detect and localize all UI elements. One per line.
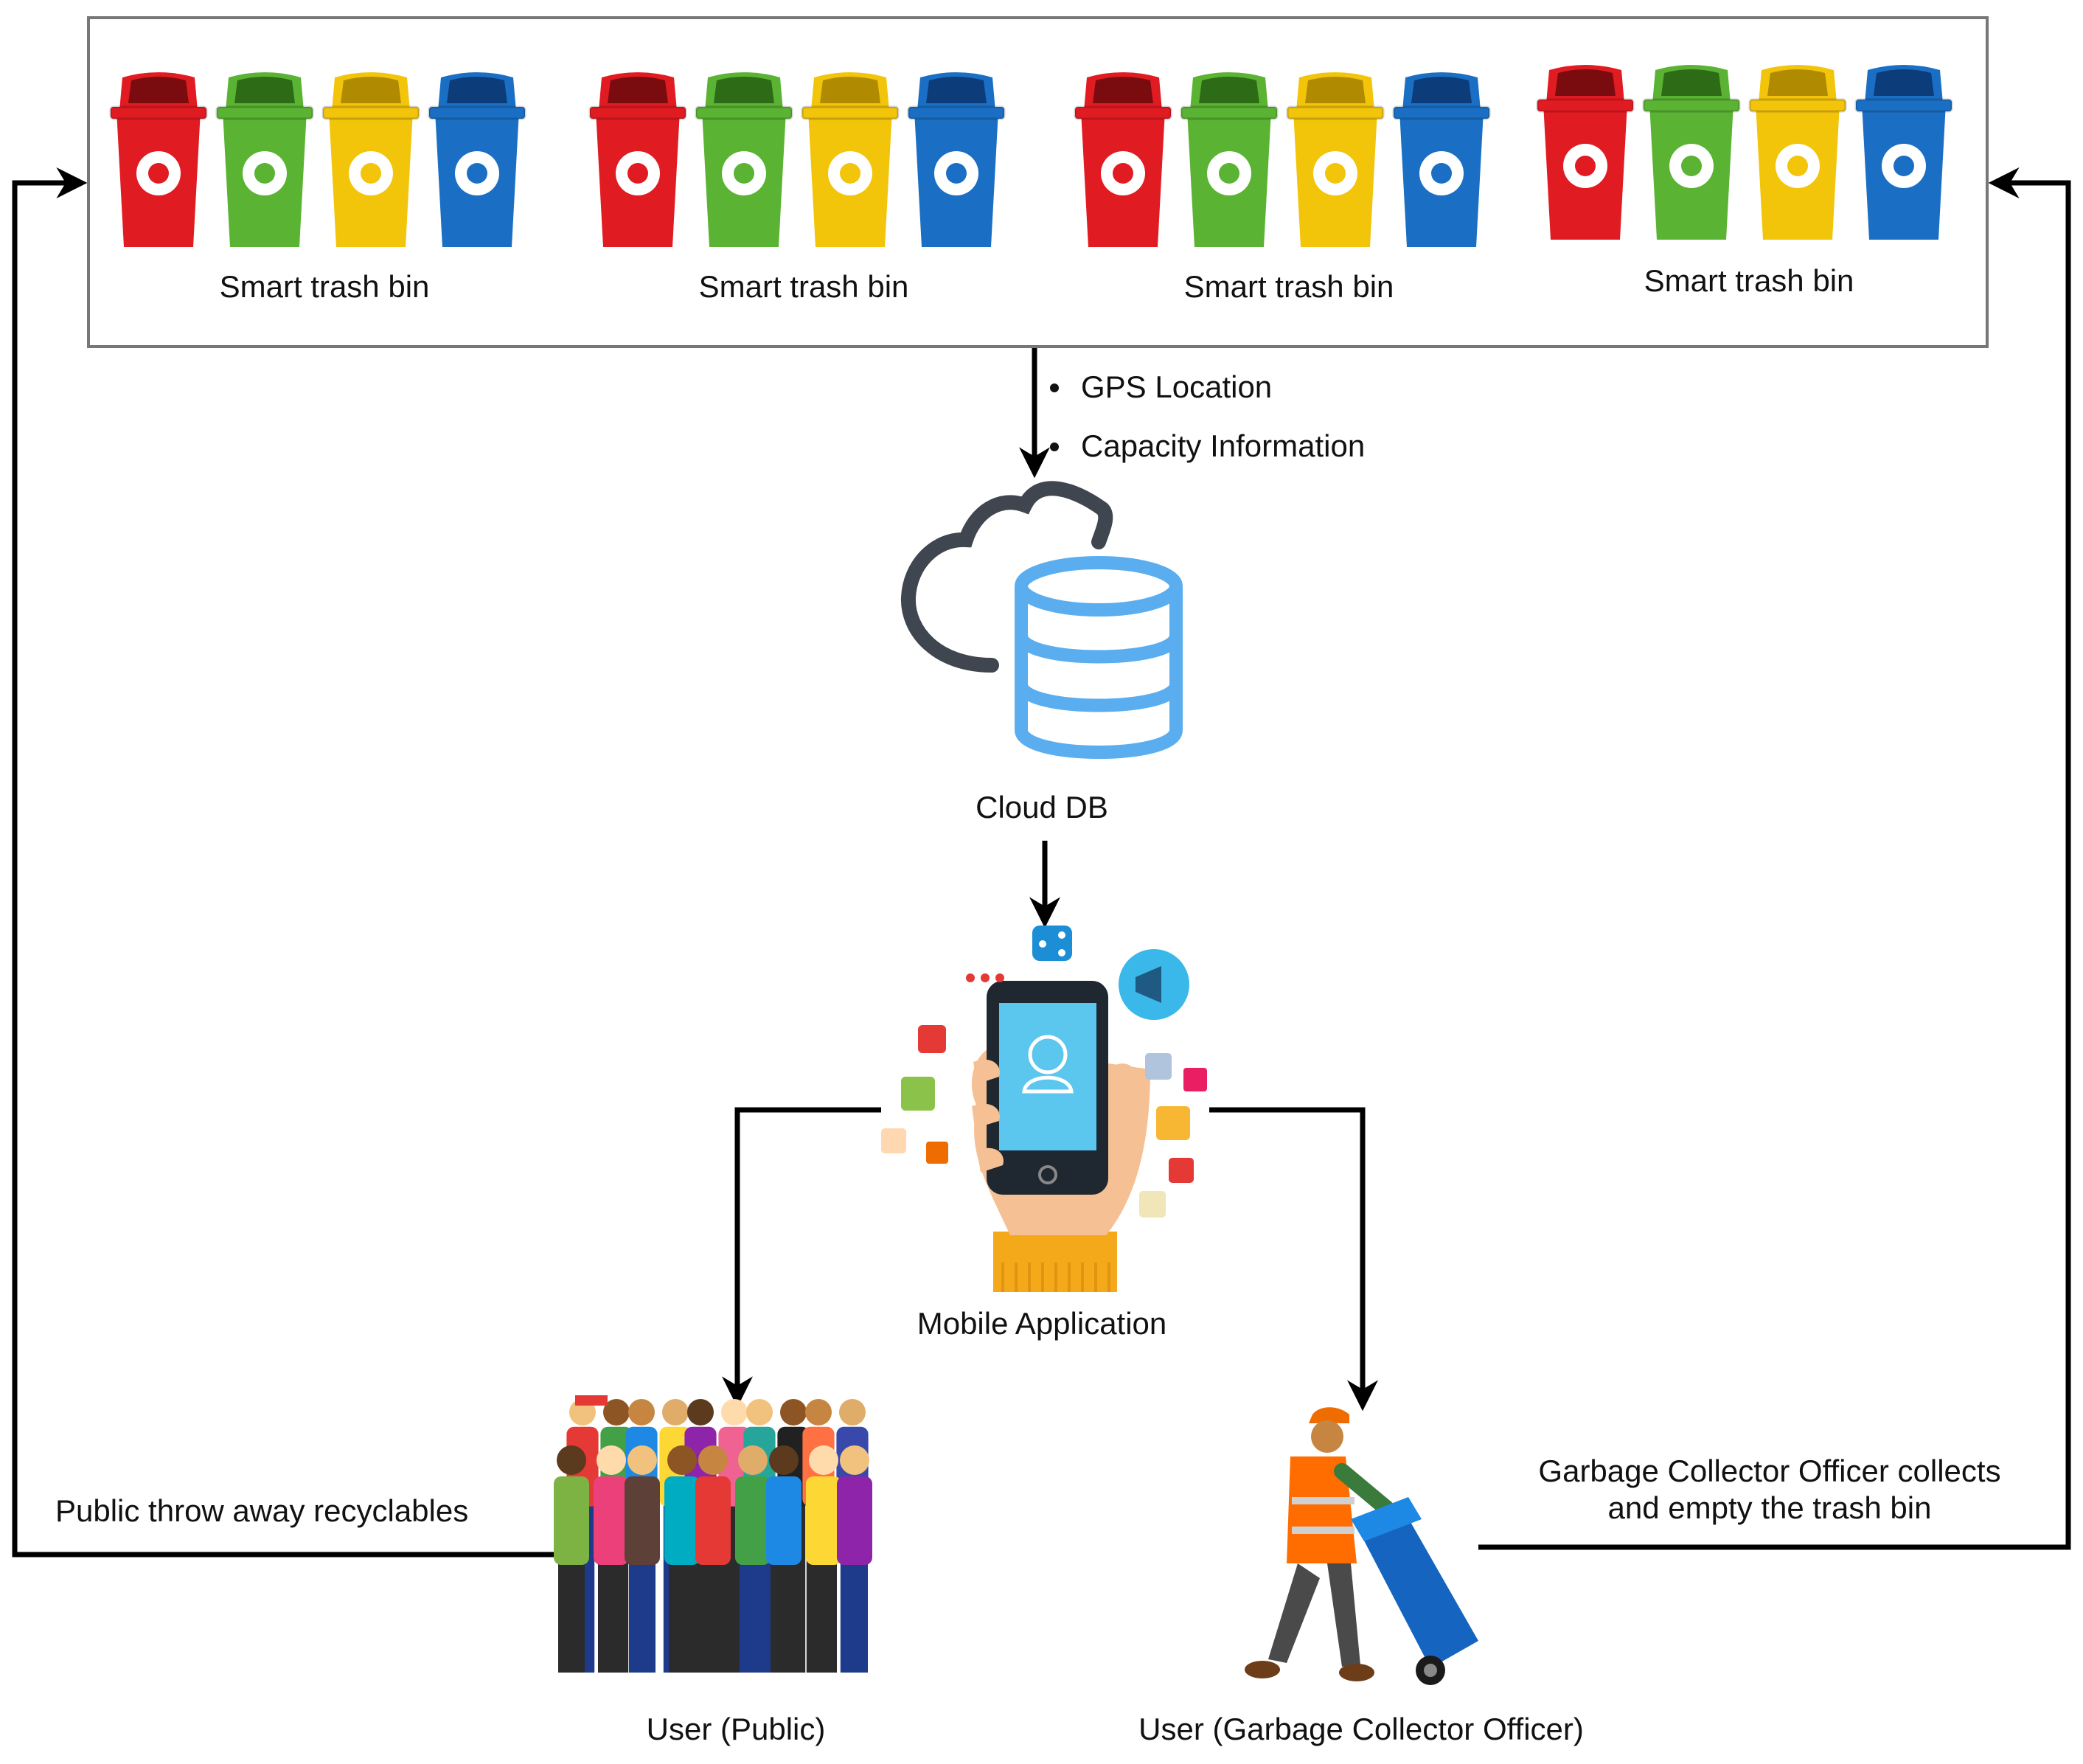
red-hat — [575, 1395, 608, 1406]
location-pin-icon — [901, 1077, 935, 1111]
sensor-info-list: GPS Location Capacity Information — [1046, 369, 1365, 487]
photo-icon — [1145, 1053, 1172, 1080]
mobile-app-illustration — [881, 926, 1207, 1292]
trash-bin-1-4 — [428, 72, 526, 247]
chart-icon — [1139, 1191, 1166, 1218]
trash-bin-3-4 — [1392, 72, 1491, 247]
public-crowd-illustration — [554, 1395, 872, 1673]
bin-group-label-3: Smart trash bin — [1183, 269, 1394, 304]
trash-bin-1-1 — [109, 72, 208, 247]
image-icon — [881, 1128, 906, 1153]
trash-bin-2-4 — [907, 72, 1006, 247]
play-icon — [926, 1142, 948, 1164]
person — [735, 1445, 771, 1673]
cart-icon — [1169, 1158, 1194, 1183]
bin-group-label-1: Smart trash bin — [219, 269, 430, 304]
music-note-icon — [1183, 1068, 1207, 1091]
cloud-db-icon — [900, 481, 1183, 759]
person — [554, 1445, 589, 1673]
trash-bin-2-1 — [588, 72, 687, 247]
info-capacity: Capacity Information — [1046, 428, 1365, 465]
megaphone-bubble-icon — [1119, 949, 1189, 1020]
bin-group-label-4: Smart trash bin — [1644, 263, 1854, 298]
mobile-app-label: Mobile Application — [917, 1306, 1167, 1341]
collector-user-label: User (Garbage Collector Officer) — [1138, 1712, 1584, 1746]
bins-layer — [109, 65, 1953, 247]
trash-bin-2-3 — [801, 72, 900, 247]
trash-bin-1-3 — [321, 72, 420, 247]
user-icon — [1028, 1035, 1068, 1074]
person — [664, 1445, 700, 1673]
trash-bin-2-2 — [695, 72, 793, 247]
trash-bin-3-3 — [1286, 72, 1385, 247]
info-gps-location: GPS Location — [1046, 369, 1365, 406]
public-action-label: Public throw away recyclables — [55, 1493, 469, 1528]
person — [766, 1445, 801, 1673]
garbage-collector-illustration — [1245, 1407, 1478, 1685]
trash-bin-3-1 — [1074, 72, 1172, 247]
trash-bin-4-1 — [1536, 65, 1635, 240]
arrow-public-to-bins — [12, 167, 568, 1558]
person — [695, 1445, 731, 1673]
trash-bin-1-2 — [215, 72, 314, 247]
arrow-mobile-to-collector — [1209, 1107, 1378, 1411]
dots-icon — [966, 973, 1004, 982]
trash-bin-4-2 — [1642, 65, 1741, 240]
arrow-collector-to-bins — [1478, 167, 2071, 1550]
trash-bin-3-2 — [1180, 72, 1279, 247]
person — [625, 1445, 660, 1673]
trash-bin-4-4 — [1854, 65, 1953, 240]
cloud-db-label: Cloud DB — [976, 790, 1108, 824]
public-user-label: User (Public) — [646, 1712, 826, 1746]
heart-icon — [918, 1025, 946, 1053]
cloud-outline — [900, 481, 1113, 673]
person — [837, 1445, 872, 1673]
person — [806, 1445, 841, 1673]
camera-icon — [1156, 1106, 1190, 1140]
share-bubble-icon — [1032, 926, 1072, 961]
bin-group-label-2: Smart trash bin — [698, 269, 909, 304]
person — [594, 1445, 629, 1673]
arrow-mobile-to-public — [722, 1107, 881, 1408]
collector-action-label: Garbage Collector Officer collects and e… — [1538, 1454, 2001, 1525]
trash-bin-4-3 — [1748, 65, 1847, 240]
